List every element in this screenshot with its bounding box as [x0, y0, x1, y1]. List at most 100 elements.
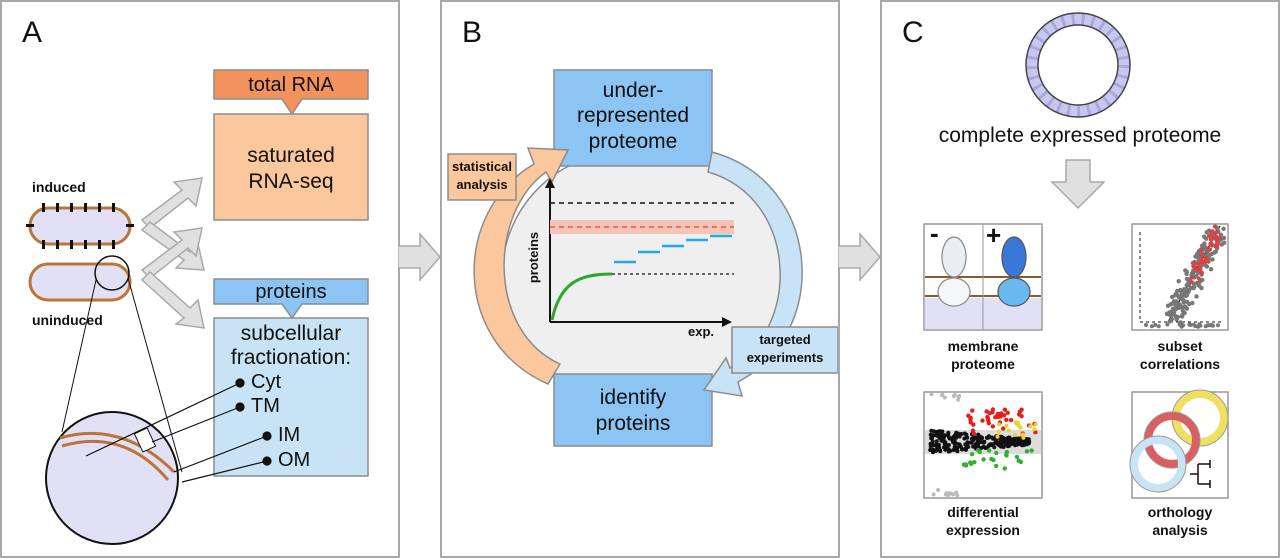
fraction-tm: TM — [251, 395, 280, 417]
scatter-point — [962, 436, 967, 441]
scatter-point — [931, 433, 936, 438]
scatter-point — [1179, 324, 1184, 329]
scatter-point — [1015, 420, 1020, 425]
scatter-point — [942, 440, 947, 445]
scatter-point — [1212, 224, 1217, 229]
down-arrow — [1050, 159, 1106, 210]
scatter-point — [1208, 267, 1214, 272]
scatter-point — [969, 461, 974, 466]
scatter-point — [947, 491, 952, 496]
scatter-point — [1004, 452, 1009, 457]
membrane-label-1: membrane — [947, 338, 1019, 354]
subset-label-1: subset — [1157, 338, 1203, 354]
scatter-point — [1016, 412, 1022, 417]
statistical-label-2: analysis — [456, 177, 508, 192]
targeted-label-box — [731, 326, 838, 374]
scatter-point — [1208, 241, 1213, 246]
scatter-point — [1198, 323, 1203, 328]
complete-proteome-label: complete expressed proteome — [938, 124, 1222, 147]
scatter-point — [1179, 314, 1185, 319]
scatter-point — [983, 446, 988, 450]
scatter-point — [1210, 257, 1215, 262]
scatter-point — [1169, 316, 1174, 322]
scatter-point — [1196, 276, 1201, 281]
proteins-label: proteins — [255, 281, 327, 303]
scatter-point — [1175, 288, 1180, 294]
panel-b: B under- represen — [440, 0, 840, 558]
scatter-point — [1219, 242, 1224, 247]
panel-c-letter: C — [902, 16, 924, 49]
scatter-point — [1014, 454, 1020, 460]
scatter-point — [1183, 293, 1188, 299]
scatter-point — [986, 418, 991, 423]
scatter-point — [1013, 433, 1018, 437]
scatter-point — [951, 492, 956, 497]
scatter-point — [1029, 448, 1034, 453]
x-axis-label: exp. — [688, 324, 715, 339]
scatter-point — [1184, 299, 1190, 304]
scatter-point — [1216, 323, 1220, 328]
scatter-point — [990, 424, 995, 429]
scatter-point — [980, 440, 985, 445]
scatter-point — [968, 440, 973, 445]
scatter-point — [1004, 423, 1009, 428]
scatter-point — [969, 452, 975, 457]
scatter-point — [929, 428, 934, 433]
scatter-point — [959, 432, 964, 436]
rna-seq-label-1: saturated — [247, 144, 335, 167]
scatter-point — [940, 392, 945, 397]
scatter-point — [968, 416, 973, 421]
scatter-point — [956, 397, 961, 402]
scatter-point — [997, 443, 1002, 448]
under-represented-box — [553, 69, 713, 167]
identify-proteins-box — [553, 373, 713, 447]
scatter-point — [1198, 247, 1203, 252]
scatter-point — [1190, 300, 1195, 306]
scatter-point — [1193, 265, 1198, 270]
scatter-point — [986, 448, 992, 453]
scatter-point — [934, 439, 939, 444]
scatter-point — [1016, 458, 1021, 463]
scatter-point — [1177, 305, 1183, 310]
scatter-point — [1006, 435, 1010, 440]
scatter-point — [1194, 280, 1200, 286]
scatter-point — [1210, 229, 1215, 234]
under-label-3: proteome — [588, 130, 678, 153]
scatter-point — [994, 450, 999, 456]
scatter-point — [1001, 445, 1006, 449]
scatter-point — [1008, 417, 1014, 423]
induced-label: induced — [32, 179, 86, 195]
subset-scatter — [1144, 224, 1227, 329]
statistical-label-1: statistical — [452, 159, 512, 174]
scatter-point — [1204, 230, 1209, 235]
scatter-point — [986, 435, 991, 440]
scatter-point — [1206, 259, 1211, 264]
total-rna-label: total RNA — [248, 74, 334, 96]
scatter-point — [1208, 247, 1212, 252]
scatter-point — [1182, 304, 1188, 309]
scatter-point — [946, 448, 951, 453]
panel-a: A — [0, 0, 400, 558]
scatter-point — [970, 408, 975, 413]
scatter-point — [996, 429, 1001, 434]
scatter-point — [955, 493, 960, 498]
scatter-point — [970, 428, 976, 433]
rna-seq-label-2: RNA-seq — [248, 170, 334, 193]
scatter-point — [931, 492, 936, 497]
scatter-point — [960, 447, 964, 452]
scatter-point — [957, 442, 962, 447]
scatter-point — [1182, 310, 1187, 316]
scatter-point — [952, 393, 957, 397]
scatter-point — [936, 488, 941, 492]
scatter-point — [997, 422, 1001, 427]
scatter-point — [973, 442, 978, 447]
scatter-point — [968, 420, 973, 425]
scatter-point — [1020, 432, 1025, 437]
scatter-point — [1174, 299, 1179, 304]
scatter-point — [946, 443, 951, 447]
scatter-point — [1028, 424, 1033, 429]
scatter-point — [1176, 295, 1182, 300]
scatter-point — [930, 439, 935, 444]
scatter-point — [954, 435, 959, 440]
ma-plot-points — [928, 392, 1038, 498]
